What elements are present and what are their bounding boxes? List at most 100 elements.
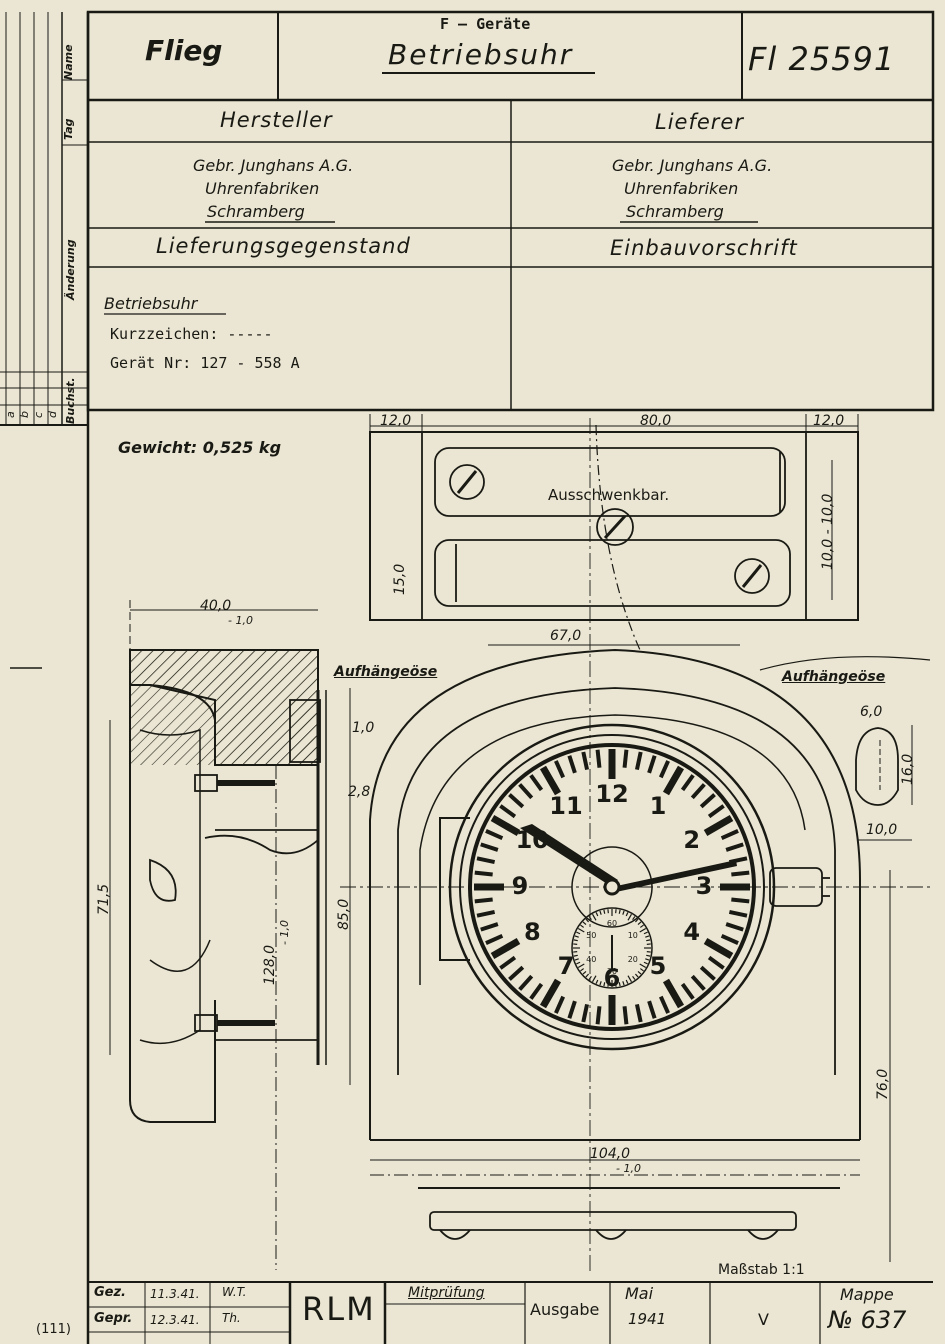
minute-tick: [518, 974, 534, 991]
subdial-tick: [585, 918, 590, 923]
weight-label: Gewicht: 0,525 kg: [118, 438, 282, 457]
margin-mark: (111): [36, 1322, 71, 1337]
header-code: Fl 25591: [748, 40, 896, 78]
minute-tick: [474, 897, 493, 904]
gez-signature: W.T.: [222, 1285, 247, 1299]
minute-tick: [581, 751, 590, 771]
hersteller-label: Hersteller: [220, 108, 333, 132]
subdial-tick: [574, 958, 579, 961]
minute-tick: [720, 829, 739, 841]
gepr-label: Gepr.: [94, 1311, 133, 1326]
minute-tick: [476, 909, 496, 918]
dim-85: 85,0: [336, 898, 352, 930]
aufhaengeoese-left: Aufhängeöse: [334, 664, 438, 680]
minute-tick: [728, 909, 748, 918]
minute-tick: [499, 804, 517, 819]
minute-tick: [622, 1006, 629, 1025]
margin-label-name: Name: [62, 44, 75, 80]
subdial-tick: [603, 982, 606, 987]
margin-label-buchst: Buchst.: [64, 377, 77, 424]
minute-tick: [699, 793, 716, 809]
subdial-tick: [632, 975, 636, 980]
subdial-tick: [634, 918, 639, 923]
minute-tick: [518, 783, 534, 800]
minute-tick: [554, 995, 566, 1014]
subdial-tick: [577, 963, 585, 969]
hersteller-line-3: Schramberg: [207, 202, 305, 221]
subdial-tick: [622, 981, 625, 986]
lieferer-line-2: Uhrenfabriken: [624, 179, 739, 198]
lieferer-line-1: Gebr. Junghans A.G.: [612, 156, 773, 175]
kurzzeichen: Kurzzeichen: -----: [110, 325, 273, 343]
minute-tick: [622, 749, 629, 768]
dim-10-10: 10,0 - 10,0: [820, 493, 836, 570]
minute-tick: [731, 897, 750, 904]
minute-tick: [658, 760, 670, 779]
minute-tick: [480, 842, 499, 852]
minute-tick: [508, 793, 525, 809]
subdial-tick: [627, 913, 633, 921]
subdial-tick: [632, 916, 636, 921]
gez-label: Gez.: [94, 1285, 126, 1300]
geraet-nr: Gerät Nr: 127 - 558 A: [110, 354, 300, 372]
clock-numeral-9: 9: [511, 872, 529, 900]
subdial-tick: [588, 975, 592, 980]
subdial-tick: [646, 954, 651, 957]
dim-12-left: 12,0: [380, 413, 412, 429]
dim-15: 15,0: [392, 563, 408, 595]
minute-tick: [658, 995, 670, 1014]
minute-tick: [699, 965, 716, 981]
subdial-tick: [625, 912, 629, 917]
subdial-tick: [599, 981, 602, 986]
clock-numeral-3: 3: [695, 872, 713, 900]
subdial: [571, 907, 653, 989]
gepr-date: 12.3.41.: [150, 1313, 200, 1327]
minute-tick: [490, 937, 521, 960]
dim-16: 16,0: [900, 753, 916, 785]
subdial-tick: [645, 935, 650, 938]
minute-tick: [480, 922, 499, 932]
dim-40-tol: - 1,0: [228, 614, 253, 627]
clock-numeral-10: 10: [515, 826, 550, 854]
subdial-tick: [573, 954, 578, 957]
minute-tick: [490, 814, 521, 837]
minute-tick: [474, 870, 493, 877]
minute-tick: [508, 965, 525, 981]
margin-letter-d: d: [46, 411, 59, 418]
minute-tick: [731, 870, 750, 877]
minute-tick: [567, 1000, 577, 1019]
minute-tick: [634, 751, 643, 771]
subdial-tick: [603, 909, 606, 914]
clock-numeral-8: 8: [523, 918, 541, 946]
subdial-tick: [625, 979, 629, 984]
mappe-value: № 637: [828, 1306, 907, 1334]
rlm-stamp: RLM: [302, 1290, 376, 1328]
lieferer-label: Lieferer: [655, 110, 744, 134]
check-mark: V: [758, 1310, 769, 1329]
minute-tick: [720, 933, 739, 945]
dim-128-tol: - 1,0: [278, 920, 291, 945]
subdial-tick: [580, 924, 585, 928]
aufhaengeoese-right: Aufhängeöse: [782, 669, 886, 685]
ausgabe-month: Mai: [625, 1284, 654, 1303]
minute-tick: [634, 1003, 643, 1023]
subdial-tick: [580, 968, 585, 972]
dim-104: 104,0: [590, 1146, 631, 1162]
ausgabe-label: Ausgabe: [530, 1300, 600, 1319]
einbauvorschrift-label: Einbauvorschrift: [610, 236, 798, 260]
minute-tick: [554, 760, 566, 779]
header-title: Betriebsuhr: [388, 38, 574, 71]
minute-tick: [529, 982, 544, 1000]
subdial-tick: [577, 927, 585, 933]
minute-tick: [476, 856, 496, 865]
minute-tick: [647, 1000, 657, 1019]
dim-40: 40,0: [200, 598, 232, 614]
margin-letter-a: a: [4, 411, 17, 418]
subdial-tick: [595, 912, 599, 917]
hersteller-line-2: Uhrenfabriken: [205, 179, 320, 198]
lieferer-line-3: Schramberg: [626, 202, 724, 221]
subdial-numeral-40: 40: [586, 955, 597, 964]
margin-label-aenderung: Änderung: [64, 239, 77, 300]
ausschwenkbar-label: Ausschwenkbar.: [548, 486, 670, 504]
